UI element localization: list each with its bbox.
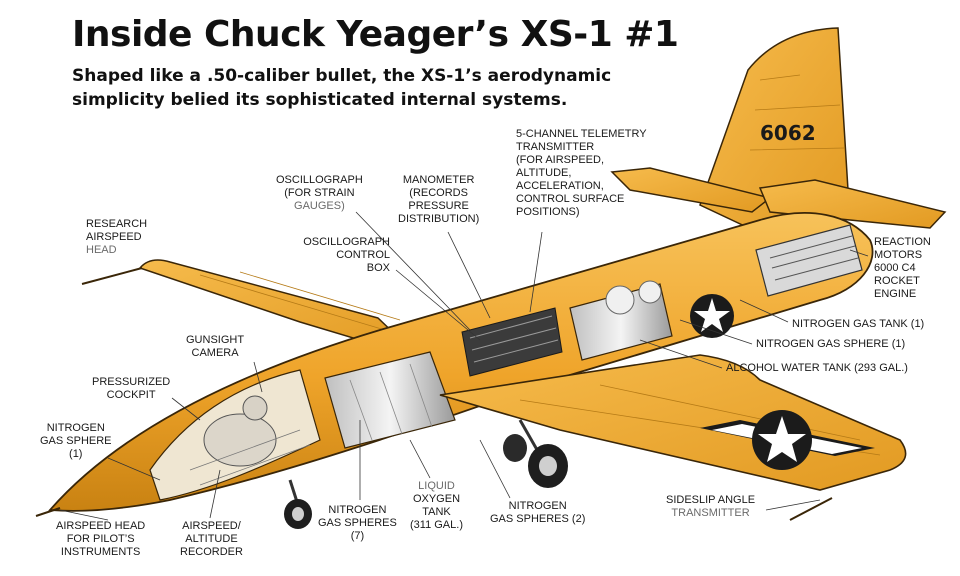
main-landing-gear xyxy=(503,419,568,488)
tail-number: 6062 xyxy=(760,121,816,145)
label-nitrogen-gas-spheres-7: NITROGEN GAS SPHERES (7) xyxy=(318,504,397,542)
label-liquid-oxygen-tank: LIQUID OXYGEN TANK (311 GAL.) xyxy=(410,480,463,531)
pilot-figure xyxy=(203,413,277,467)
label-oscillograph-strain: OSCILLOGRAPH (FOR STRAIN GAUGES) xyxy=(276,174,363,212)
left-horizontal-stabilizer xyxy=(610,167,772,213)
research-airspeed-probe xyxy=(81,267,143,285)
label-reaction-motors-engine: REACTION MOTORS 6000 C4 ROCKET ENGINE xyxy=(874,236,931,300)
sideslip-probe xyxy=(789,497,833,521)
right-horizontal-stabilizer xyxy=(758,179,947,229)
label-telemetry-transmitter: 5-CHANNEL TELEMETRY TRANSMITTER (FOR AIR… xyxy=(516,128,647,218)
label-oscillograph-control-box: OSCILLOGRAPH CONTROL BOX xyxy=(303,236,390,274)
label-nitrogen-gas-sphere-front: NITROGEN GAS SPHERE (1) xyxy=(40,422,112,460)
label-nitrogen-gas-spheres-2: NITROGEN GAS SPHERES (2) xyxy=(490,500,586,525)
label-nitrogen-gas-tank: NITROGEN GAS TANK (1) xyxy=(792,318,925,330)
subtitle-line-1: Shaped like a .50-caliber bullet, the XS… xyxy=(72,66,612,86)
label-manometer: MANOMETER (RECORDS PRESSURE DISTRIBUTION… xyxy=(398,174,480,225)
leader-lines xyxy=(59,211,869,521)
diagram-title: Inside Chuck Yeager’s XS-1 #1 xyxy=(72,14,679,55)
left-wing xyxy=(138,259,421,359)
nose-landing-gear xyxy=(284,479,312,529)
pilot-airspeed-probe xyxy=(35,507,61,517)
label-nitrogen-gas-sphere-rear: NITROGEN GAS SPHERE (1) xyxy=(756,338,906,350)
fuselage-insignia xyxy=(690,294,734,338)
label-alcohol-water-tank: ALCOHOL WATER TANK (293 GAL.) xyxy=(726,362,908,374)
label-research-airspeed-head: RESEARCH AIRSPEED HEAD xyxy=(86,218,148,256)
wing-insignia xyxy=(700,410,875,470)
label-gunsight-camera: GUNSIGHT CAMERA xyxy=(186,334,245,359)
subtitle-line-2: simplicity belied its sophisticated inte… xyxy=(72,90,568,110)
diagram-subtitle: Shaped like a .50-caliber bullet, the XS… xyxy=(72,64,611,112)
label-airspeed-head-pilot: AIRSPEED HEAD FOR PILOT’S INSTRUMENTS xyxy=(56,520,146,558)
label-pressurized-cockpit: PRESSURIZED COCKPIT xyxy=(92,376,171,401)
label-airspeed-altitude-recorder: AIRSPEED/ ALTITUDE RECORDER xyxy=(180,520,243,558)
label-sideslip-angle-transmitter: SIDESLIP ANGLE TRANSMITTER xyxy=(666,494,756,519)
